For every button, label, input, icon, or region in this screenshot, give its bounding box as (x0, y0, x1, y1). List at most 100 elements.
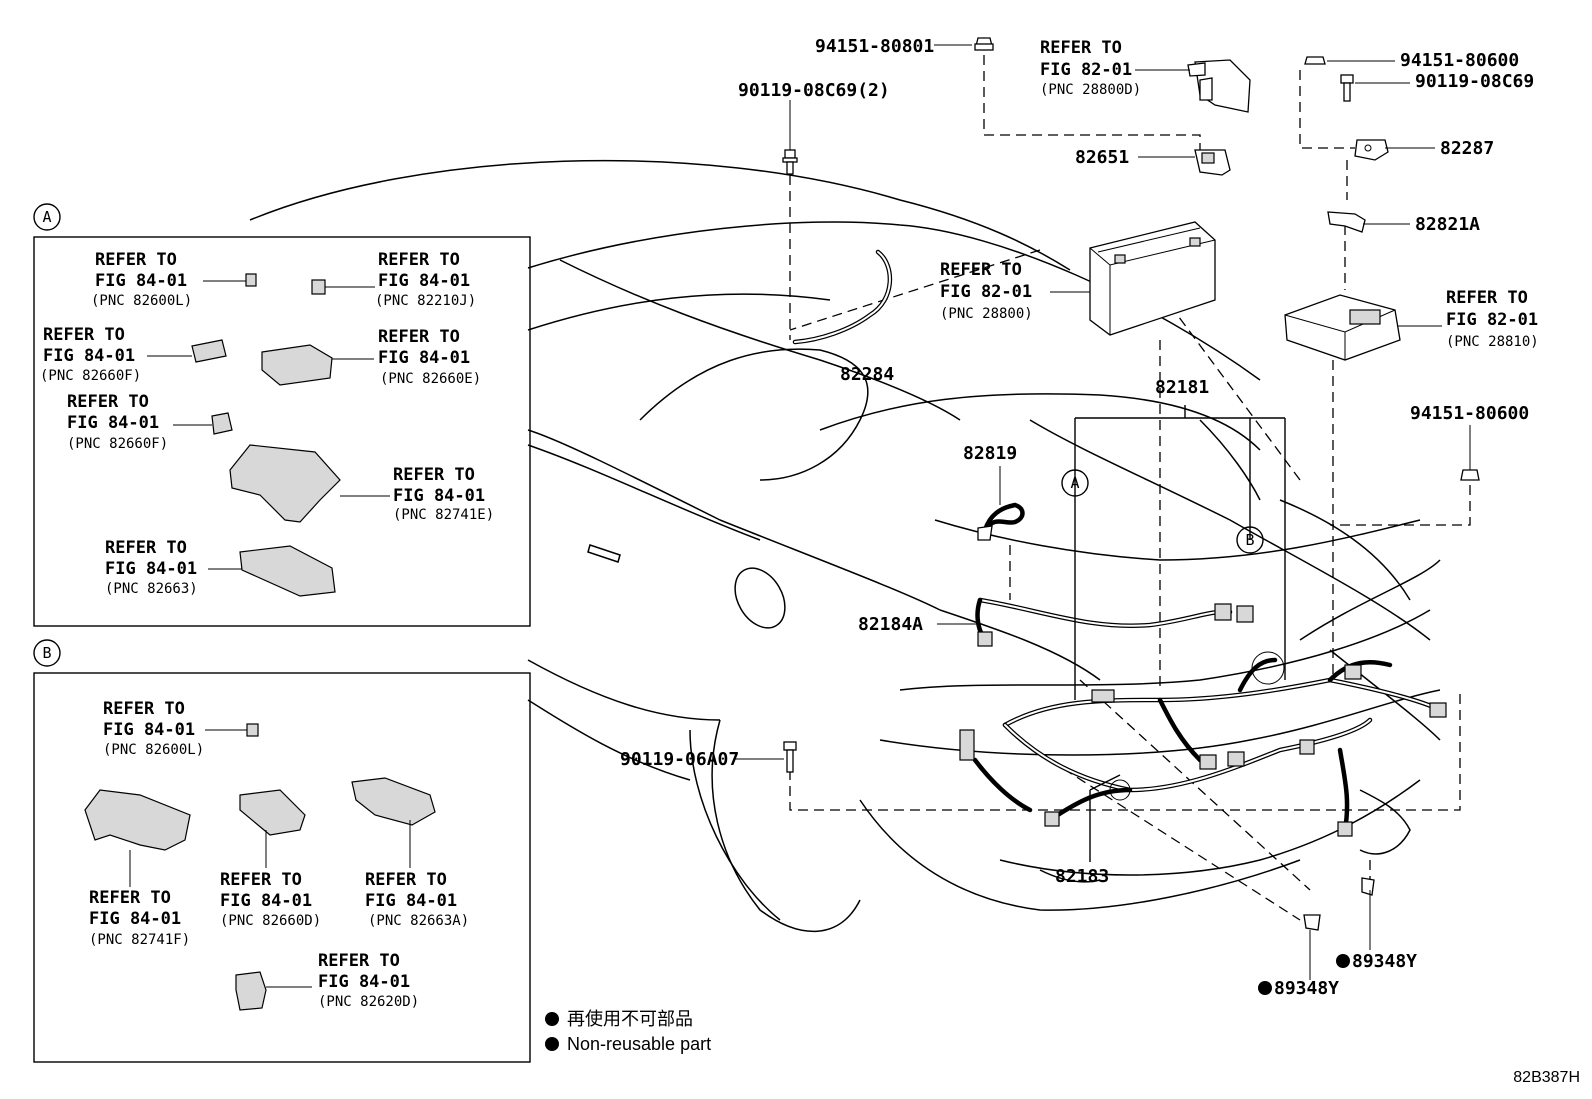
inset-b-ref-0-pnc: (PNC 82600L) (103, 742, 204, 758)
inset-b: B REFER TO FIG 84-01 (PNC 82600L) REFER … (33, 639, 531, 1063)
inset-a-ref-6-line2: FIG 84-01 (105, 559, 197, 579)
inset-b-ref-2-line2: FIG 84-01 (220, 891, 312, 911)
relay-icon (311, 279, 326, 295)
control-module-icon (1284, 294, 1401, 361)
inset-a-ref-3-pnc: (PNC 82660E) (380, 371, 481, 387)
non-reusable-dot-icon (545, 1037, 559, 1051)
inset-a-ref-1-line1: REFER TO (378, 250, 460, 270)
fuse-box-icon (229, 444, 341, 523)
non-reusable-dot-icon (1258, 981, 1272, 995)
ref-battery-clamp-line1: REFER TO (1040, 38, 1122, 58)
junction-block-icon (261, 344, 333, 386)
ground-cable-icon (792, 249, 892, 345)
inset-a-ref-3-line2: FIG 84-01 (378, 348, 470, 368)
callout-b-circle: B (1236, 526, 1264, 554)
car-body-outline (249, 159, 1441, 932)
inset-a-ref-5-line1: REFER TO (393, 465, 475, 485)
ref-module-line2: FIG 82-01 (1446, 310, 1538, 330)
inset-b-frame (33, 672, 531, 1063)
inset-a-ref-1-line2: FIG 84-01 (378, 271, 470, 291)
battery-clamp-icon (1187, 59, 1251, 113)
part-94151-80600-top: 94151-80600 (1400, 50, 1519, 71)
non-reusable-dot-icon (545, 1012, 559, 1026)
callout-b-label: B (1245, 531, 1254, 549)
wiring-harness-icon (959, 597, 1447, 837)
inset-a-ref-4-line1: REFER TO (67, 392, 149, 412)
part-89348y-2: 89348Y (1274, 978, 1339, 999)
part-82284: 82284 (840, 364, 894, 385)
ref-battery-line1: REFER TO (940, 260, 1022, 280)
inset-b-ref-1-pnc: (PNC 82741F) (89, 932, 190, 948)
non-reusable-dot-icon (1336, 954, 1350, 968)
callout-bracket-82181 (1074, 405, 1286, 700)
inset-a-ref-6-pnc: (PNC 82663) (105, 581, 198, 597)
inset-a-ref-5-line2: FIG 84-01 (393, 486, 485, 506)
connector-icon (191, 339, 227, 363)
ref-module-line1: REFER TO (1446, 288, 1528, 308)
part-82184a: 82184A (858, 614, 923, 635)
part-82651: 82651 (1075, 147, 1129, 168)
inset-b-ref-0-line2: FIG 84-01 (103, 720, 195, 740)
inset-b-ref-3-line2: FIG 84-01 (365, 891, 457, 911)
inset-b-ref-4-line1: REFER TO (318, 951, 400, 971)
junction-block-icon (239, 789, 306, 836)
inset-b-ref-4-line2: FIG 84-01 (318, 972, 410, 992)
callout-a-label: A (1070, 474, 1079, 492)
legend-en: Non-reusable part (567, 1034, 711, 1054)
main-parts (782, 37, 1480, 931)
inset-a-tag: A (42, 208, 51, 226)
ref-battery-clamp-pnc: (PNC 28800D) (1040, 82, 1141, 98)
nut-icon (1460, 469, 1480, 481)
part-82821a: 82821A (1415, 214, 1480, 235)
part-82819: 82819 (963, 443, 1017, 464)
cover-icon (239, 545, 336, 597)
ref-module-pnc: (PNC 28810) (1446, 334, 1539, 350)
clip-icon (1303, 914, 1321, 931)
inset-a-ref-0-line1: REFER TO (95, 250, 177, 270)
inset-a-ref-0-line2: FIG 84-01 (95, 271, 187, 291)
ref-battery-pnc: (PNC 28800) (940, 306, 1033, 322)
inset-a: A REFER TO FIG 84-01 (PNC 82600L) REFER … (33, 203, 531, 627)
part-94151-80600-right: 94151-80600 (1410, 403, 1529, 424)
part-82181: 82181 (1155, 377, 1209, 398)
part-90119-08c69-2: 90119-08C69(2) (738, 80, 890, 101)
ref-battery-line2: FIG 82-01 (940, 282, 1032, 302)
inset-a-ref-2-line2: FIG 84-01 (43, 346, 135, 366)
inset-a-ref-3-line1: REFER TO (378, 327, 460, 347)
dashed-leaders (789, 55, 1471, 921)
inset-b-ref-0-line1: REFER TO (103, 699, 185, 719)
connector-icon (245, 273, 257, 287)
inset-a-ref-6-line1: REFER TO (105, 538, 187, 558)
nut-icon (1304, 56, 1326, 65)
legend: 再使用不可部品 Non-reusable part (545, 1009, 711, 1054)
relay-icon (235, 971, 267, 1011)
inset-b-ref-3-line1: REFER TO (365, 870, 447, 890)
bolt-icon (783, 741, 797, 773)
inset-a-ref-0-pnc: (PNC 82600L) (91, 293, 192, 309)
inset-b-ref-2-line1: REFER TO (220, 870, 302, 890)
battery-icon (1089, 221, 1216, 336)
inset-b-ref-1-line2: FIG 84-01 (89, 909, 181, 929)
inset-b-tag: B (42, 644, 51, 662)
bracket-icon (1354, 139, 1389, 161)
inset-a-ref-2-pnc: (PNC 82660F) (40, 368, 141, 384)
inset-b-ref-2-pnc: (PNC 82660D) (220, 913, 321, 929)
ref-battery-clamp-line2: FIG 82-01 (1040, 60, 1132, 80)
diagram-id: 82B387H (1513, 1069, 1580, 1086)
inset-a-ref-4-pnc: (PNC 82660F) (67, 436, 168, 452)
part-90119-08c69: 90119-08C69 (1415, 71, 1534, 92)
battery-cable-icon (977, 502, 1025, 541)
inset-b-ref-3-pnc: (PNC 82663A) (368, 913, 469, 929)
inset-a-ref-1-pnc: (PNC 82210J) (375, 293, 476, 309)
clip-icon (1361, 877, 1375, 896)
inset-a-ref-4-line2: FIG 84-01 (67, 413, 159, 433)
inset-b-ref-1-line1: REFER TO (89, 888, 171, 908)
main-labels: 94151-80801 90119-08C69(2) REFER TO FIG … (620, 36, 1539, 999)
fuse-box-icon (84, 789, 191, 851)
part-90119-06a07: 90119-06A07 (620, 749, 739, 770)
part-82183: 82183 (1055, 866, 1109, 887)
inset-a-frame (33, 236, 531, 627)
bolt-icon (782, 149, 798, 175)
connector-icon (211, 412, 233, 435)
bolt-icon (1340, 74, 1354, 102)
